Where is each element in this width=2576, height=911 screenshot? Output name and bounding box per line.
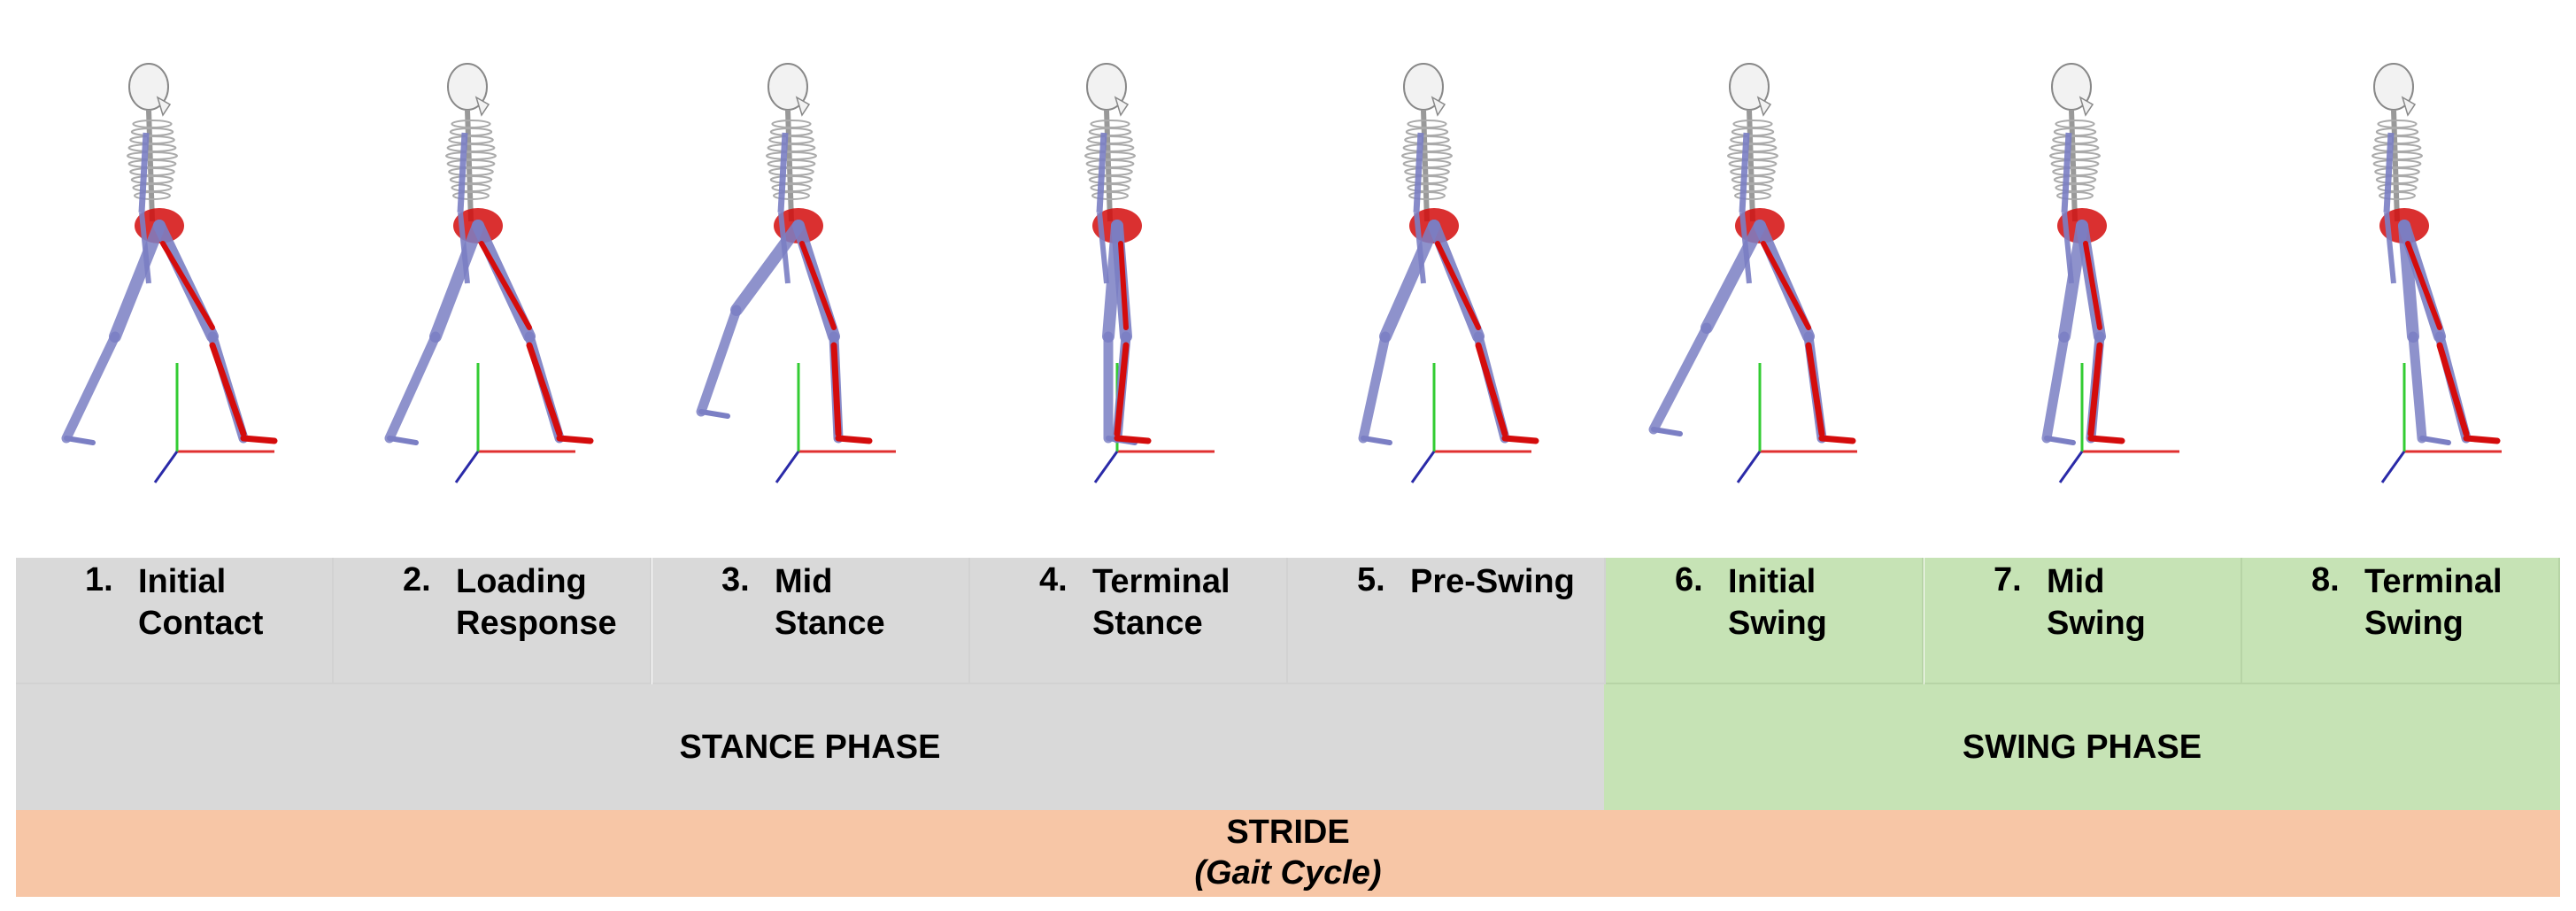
z-axis-line <box>2380 451 2406 483</box>
phase-number: 6. <box>1675 561 1703 598</box>
z-axis-line <box>454 451 480 483</box>
stride-band: STRIDE (Gait Cycle) <box>16 810 2560 897</box>
z-axis-line <box>153 451 179 483</box>
walking-skeleton-icon <box>319 0 637 549</box>
z-axis-line <box>2058 451 2084 483</box>
phase-cell-1: 1. Initial Contact <box>16 558 334 684</box>
phase-row: 1. Initial Contact 2. Loading Response 3. Mid… <box>16 558 2560 684</box>
phase-label: Pre-Swing <box>1410 563 1575 600</box>
gait-cycle-table: 1. Initial Contact 2. Loading Response 3. Mid… <box>16 558 2560 897</box>
z-axis-line <box>775 451 800 483</box>
phase-number: 3. <box>721 561 750 598</box>
phase-cell-2: 2. Loading Response <box>334 558 652 684</box>
stance-phase-band: STANCE PHASE <box>16 684 1604 810</box>
phase-cell-5: 5. Pre-Swing <box>1288 558 1606 684</box>
walking-skeleton-icon <box>2245 0 2564 549</box>
phase-number: 2. <box>403 561 431 598</box>
phase-label: Mid Swing <box>2047 563 2146 642</box>
phase-number: 7. <box>1994 561 2022 598</box>
phase-cell-4: 4. Terminal Stance <box>970 558 1288 684</box>
walking-skeleton-icon <box>958 0 1276 549</box>
phase-label: Mid Stance <box>775 563 885 642</box>
z-axis-line <box>1736 451 1762 483</box>
walking-skeleton-icon <box>1923 0 2241 549</box>
phase-label: Loading Response <box>456 563 617 642</box>
phase-cell-8: 8. Terminal Swing <box>2242 558 2560 684</box>
walking-skeleton-icon <box>639 0 958 549</box>
z-axis-line <box>1410 451 1436 483</box>
phase-number: 5. <box>1357 561 1385 598</box>
walking-skeleton-icon <box>1275 0 1593 549</box>
stride-subtitle: (Gait Cycle) <box>1194 854 1382 892</box>
stride-title: STRIDE <box>1226 814 1350 851</box>
phase-number: 8. <box>2311 561 2340 598</box>
walking-skeleton-icon <box>1600 0 1919 549</box>
swing-phase-band: SWING PHASE <box>1604 684 2560 810</box>
phase-label: Terminal Swing <box>2364 563 2503 642</box>
walking-skeleton-icon <box>0 0 319 549</box>
skeleton-figures <box>0 0 2564 549</box>
z-axis-line <box>1093 451 1119 483</box>
phase-label: Terminal Stance <box>1092 563 1230 642</box>
phase-label: Initial Contact <box>138 563 264 642</box>
phase-number: 4. <box>1039 561 1068 598</box>
phase-number: 1. <box>85 561 113 598</box>
phase-cell-7: 7. Mid Swing <box>1924 558 2242 684</box>
phase-cell-3: 3. Mid Stance <box>652 558 970 684</box>
phase-cell-6: 6. Initial Swing <box>1606 558 1924 684</box>
phase-label: Initial Swing <box>1728 563 1827 642</box>
